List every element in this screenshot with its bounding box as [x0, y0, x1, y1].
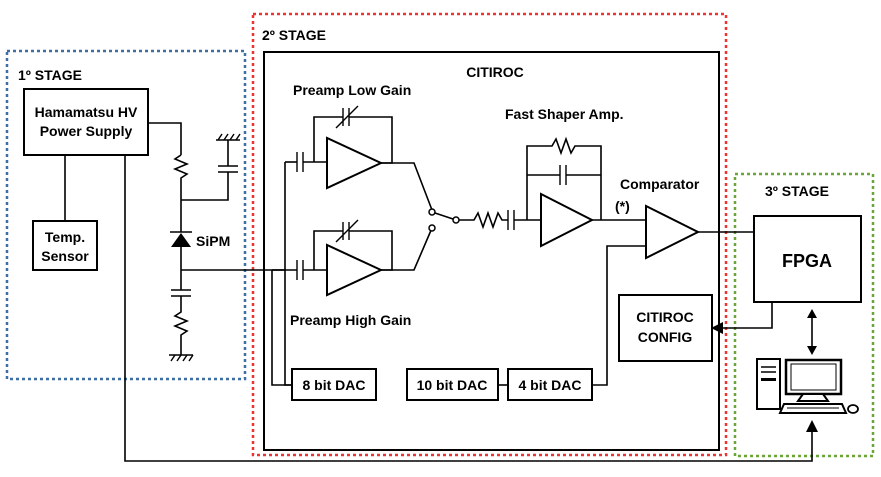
preamp-low-amp-icon	[326, 136, 384, 190]
ground-top-hatch	[217, 133, 241, 141]
lg-output-wire	[381, 162, 433, 211]
dac8-box	[291, 368, 377, 401]
comparator-icon	[645, 204, 701, 260]
fast-shaper-amp-icon	[540, 192, 595, 248]
dac4-box	[507, 368, 593, 401]
shaper-input-resistor	[459, 210, 508, 230]
citiroc-config-box	[618, 294, 713, 362]
hv-supply-line1: Hamamatsu HV	[35, 104, 138, 120]
stage3-label: 3º STAGE	[765, 183, 829, 199]
temp-sensor-line1: Temp.	[45, 229, 85, 245]
computer-icon	[756, 358, 859, 414]
stage3-frame	[733, 172, 875, 458]
link-arrow-up-icon	[807, 309, 817, 318]
lg-fb-cap-variable	[335, 105, 359, 129]
fpga-label: FPGA	[782, 251, 832, 271]
citiroc-config-line1: CITIROC	[636, 309, 694, 325]
lg-feedback-left	[313, 116, 343, 162]
dac8-label: 8 bit DAC	[303, 377, 366, 393]
dac10-label: 10 bit DAC	[417, 377, 488, 393]
switch-contact-top	[428, 208, 436, 216]
switch-pivot	[452, 216, 460, 224]
hg-output-wire	[381, 227, 433, 271]
hg-fb-cap-variable	[335, 219, 359, 243]
threshold-wire	[592, 245, 646, 386]
link-arrow-down-icon	[807, 346, 817, 355]
switch-contact-bottom	[428, 224, 436, 232]
hv-control-arrow-icon	[806, 420, 818, 432]
hv-bias-wire	[148, 122, 182, 155]
hv-supply-line2: Power Supply	[40, 123, 133, 139]
stage2-label: 2º STAGE	[262, 27, 326, 43]
hg-feedback-left	[313, 230, 343, 270]
stage1-frame	[5, 49, 247, 381]
filter-wire	[181, 172, 229, 201]
switch-blade-icon	[434, 212, 454, 220]
stage2-frame	[251, 12, 728, 457]
comparator-note: (*)	[615, 198, 630, 214]
config-arrow-icon	[711, 322, 723, 334]
citiroc-box	[263, 51, 720, 451]
sipm-label: SiPM	[196, 233, 230, 249]
citiroc-title: CITIROC	[466, 64, 524, 80]
comparator-label: Comparator	[620, 176, 700, 192]
stage1-label: 1º STAGE	[18, 67, 82, 83]
preamp-low-label: Preamp Low Gain	[293, 82, 411, 98]
hv-supply-box	[23, 88, 149, 156]
fast-shaper-label: Fast Shaper Amp.	[505, 106, 624, 122]
temp-sensor-box	[32, 220, 98, 271]
hv-control-wire	[124, 155, 813, 462]
fpga-box	[753, 215, 862, 303]
load-resistor	[172, 296, 190, 355]
sipm-diode-icon	[171, 233, 191, 247]
fpga-config-wire	[722, 302, 773, 329]
ground-bottom-hatch	[170, 354, 194, 362]
preamp-high-amp-icon	[326, 243, 384, 297]
bias-resistor	[172, 154, 190, 212]
temp-sensor-line2: Sensor	[41, 248, 89, 264]
preamp-high-label: Preamp High Gain	[290, 312, 411, 328]
citiroc-config-line2: CONFIG	[638, 329, 693, 345]
dac8-wire	[271, 270, 292, 386]
input-bus	[284, 162, 297, 386]
shaper-feedback-resistor	[526, 136, 602, 220]
dac4-label: 4 bit DAC	[519, 377, 582, 393]
